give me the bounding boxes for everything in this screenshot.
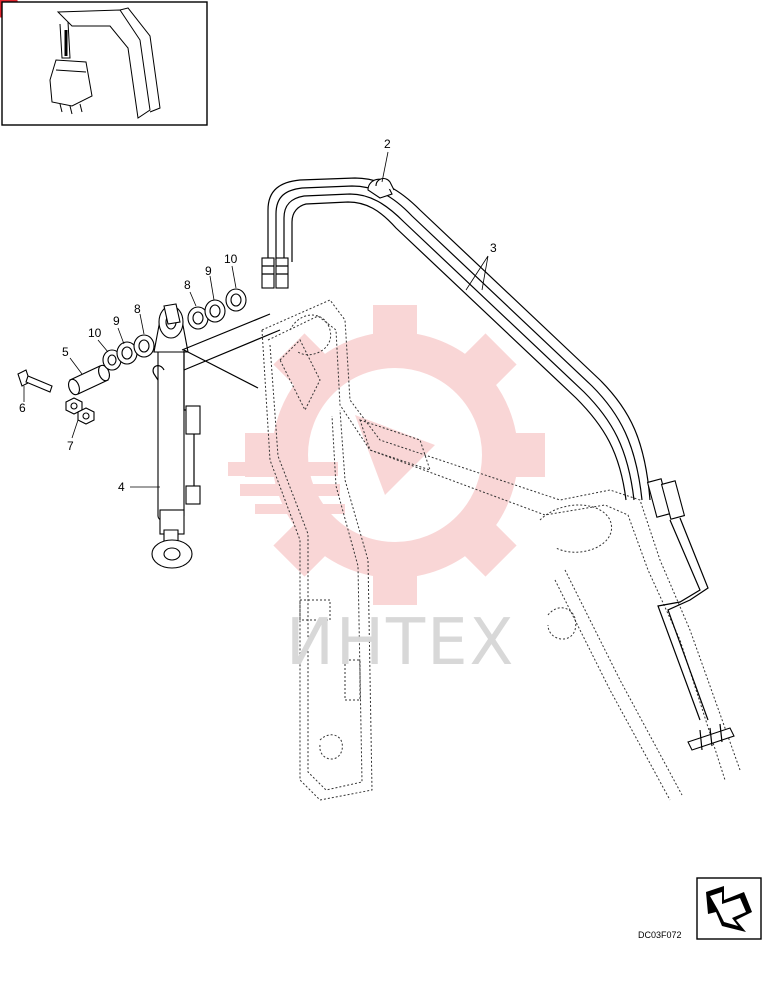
callout-2: 2 [384,137,391,151]
thumbnail-excavator-icon[interactable] [1,1,208,126]
hose-clamp [367,177,395,199]
drawing-code: DC03F072 [638,930,682,940]
callout-3: 3 [490,241,497,255]
washers-right [187,288,247,330]
callout-10-left: 10 [88,326,102,340]
next-page-arrow-icon[interactable] [696,877,762,940]
bolt [17,369,53,393]
boom-outline [261,299,741,801]
watermark-logo [228,305,545,605]
callout-9-left: 9 [113,314,120,328]
callouts: 2 3 4 5 6 7 10 9 8 8 9 10 [19,137,497,494]
callout-8-left: 8 [134,302,141,316]
hydraulic-cylinder [151,303,281,569]
callout-5: 5 [62,345,69,359]
leader-lines [23,151,489,488]
callout-10-right: 10 [224,252,238,266]
callout-4: 4 [118,480,125,494]
hose-fittings-top [261,257,289,289]
hose-fittings-bottom [646,478,735,751]
pin [68,364,110,396]
callout-9-right: 9 [205,264,212,278]
hydraulic-hoses [267,177,651,501]
callout-8-right: 8 [184,278,191,292]
washers-left [102,334,155,371]
nuts [65,397,95,425]
callout-7: 7 [67,439,74,453]
watermark-text: ИНТЕХ [286,606,515,680]
callout-6: 6 [19,401,26,415]
